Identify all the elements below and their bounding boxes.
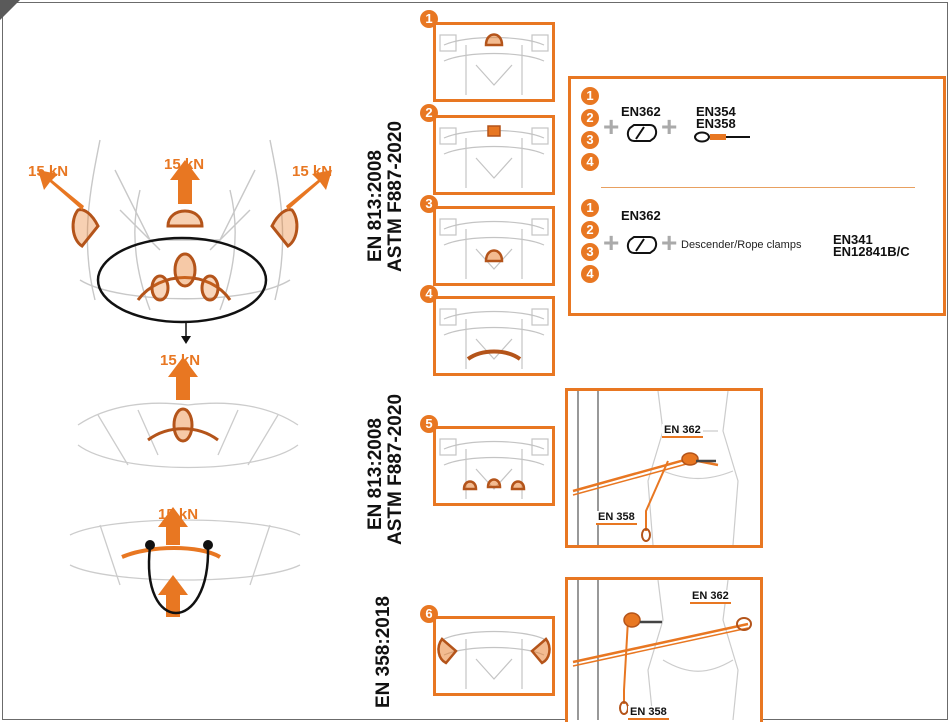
harness-top-illustration <box>38 139 332 324</box>
bridge-attachment-illustration <box>69 507 301 617</box>
ref-upper-number-2: 2 <box>581 109 599 127</box>
carabiner-icon <box>626 124 658 142</box>
scene-6-lanyard-tag: EN 358 <box>628 706 669 720</box>
upper-lanyard-standard-1: EN354 <box>696 104 736 119</box>
panel-number-2: 2 <box>420 104 438 122</box>
plus-icon: + <box>603 227 620 258</box>
force-label-ventral: 15 kN <box>160 352 201 369</box>
harness-icon <box>439 308 549 369</box>
panel-number-6: 6 <box>420 605 438 623</box>
ref-upper-number-4: 4 <box>581 153 599 171</box>
scene-6-connector-tag: EN 362 <box>690 590 731 604</box>
page-corner <box>0 0 22 22</box>
standard-label-group-c: EN 358:2018 <box>373 596 394 708</box>
lanyard-icon <box>694 131 750 143</box>
force-label-right: 15 kN <box>292 163 333 180</box>
ref-upper-number-1: 1 <box>581 87 599 105</box>
center-d-ring-icon <box>166 209 204 228</box>
force-label-bridge-bottom: 15 kN <box>155 562 196 579</box>
positioning-scene-6-drawing <box>572 579 752 721</box>
lower-connector-standard: EN362 <box>621 208 661 223</box>
harness-icon <box>439 33 549 95</box>
standard-label-group-a-1: EN 813:2008 <box>365 150 386 262</box>
ref-lower-number-1: 1 <box>581 199 599 217</box>
descender-rope-clamps-text: Descender/Rope clamps <box>681 239 802 251</box>
force-label-center: 15 kN <box>164 156 205 173</box>
harness-icon <box>439 125 549 188</box>
positioning-scene-5-drawing <box>572 390 739 546</box>
standard-label-group-a-2: ASTM F887-2020 <box>385 120 406 272</box>
scene-5-connector-tag: EN 362 <box>662 424 703 438</box>
arrow-down-icon <box>181 322 191 344</box>
panel-number-4: 4 <box>420 285 438 303</box>
carabiner-icon <box>626 236 658 254</box>
harness-icon <box>437 630 551 689</box>
arrow-up-icon <box>38 170 84 210</box>
panel-number-1: 1 <box>420 10 438 28</box>
standard-label-group-b-2: ASTM F887-2020 <box>385 393 406 545</box>
device-standard-1: EN341 <box>833 232 873 247</box>
plus-icon: + <box>661 227 678 258</box>
standard-label-group-b-1: EN 813:2008 <box>365 418 386 530</box>
ref-lower-number-3: 3 <box>581 243 599 261</box>
plus-icon: + <box>661 111 678 142</box>
panel-number-3: 3 <box>420 195 438 213</box>
force-label-left: 15 kN <box>28 163 69 180</box>
ref-lower-number-2: 2 <box>581 221 599 239</box>
ref-lower-number-4: 4 <box>581 265 599 283</box>
upper-connector-standard: EN362 <box>621 104 661 119</box>
upper-lanyard-standard-2: EN358 <box>696 116 736 131</box>
force-label-bridge-top: 15 kN <box>158 506 199 523</box>
left-d-ring-icon <box>71 208 100 248</box>
ref-divider <box>601 187 915 188</box>
harness-icon <box>439 218 549 279</box>
ventral-attachment-illustration <box>77 357 299 469</box>
compatible-equipment-box: 1 2 3 4 + EN362 + EN354 EN358 1 2 3 4 EN… <box>568 76 946 316</box>
scene-5-lanyard-tag: EN 358 <box>596 511 637 525</box>
plus-icon: + <box>603 111 620 142</box>
device-standard-2: EN12841B/C <box>833 244 910 259</box>
ref-upper-number-3: 3 <box>581 131 599 149</box>
harness-icon <box>439 438 549 499</box>
panel-number-5: 5 <box>420 415 438 433</box>
